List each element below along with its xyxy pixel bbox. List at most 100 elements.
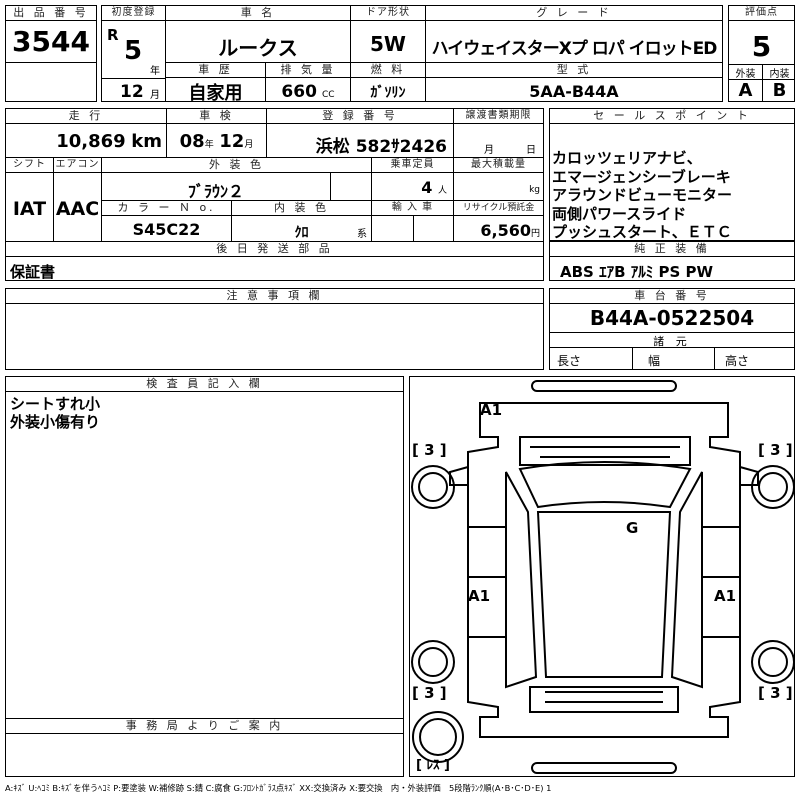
car-name: ルークス xyxy=(218,36,298,60)
transfer-box: 譲渡書類期限 月 日 xyxy=(453,108,544,158)
displacement-box: 排 気 量 660 CC xyxy=(265,62,351,102)
max-load-label: 最大積載量 xyxy=(454,158,543,173)
roof-mark: G xyxy=(626,519,639,537)
color-no-value: S45C22 xyxy=(132,220,201,239)
parts-value: 保証書 xyxy=(10,263,56,281)
chassis-box: 車 台 番 号 B44A-0522504 諸 元 長さ 幅 高さ xyxy=(549,288,795,370)
inspection-label: 車 検 xyxy=(167,109,266,124)
history-label: 車 歴 xyxy=(166,63,265,78)
import-box: 輸 入 車 xyxy=(371,200,454,242)
recycle-value: 6,560 xyxy=(480,221,531,240)
registration-year: 5 xyxy=(124,36,143,66)
displacement-label: 排 気 量 xyxy=(266,63,350,78)
inspection-year-unit: 年 xyxy=(204,140,214,150)
capacity-value: 4 xyxy=(421,178,433,197)
sales-line: カロッツェリアナビ、 xyxy=(552,149,702,167)
inspection-year: 08 xyxy=(179,131,205,152)
inspector-box: 検 査 員 記 入 欄 シートすれ小 外装小傷有り xyxy=(5,376,404,719)
lot-number-box: 出 品 番 号 3544 xyxy=(5,5,97,63)
sales-point-box: セ ー ル ス ポ イ ン ト カロッツェリアナビ、 エマージェンシーブレーキ … xyxy=(549,108,795,241)
model-box: 型 式 5AA-B44A xyxy=(425,62,723,102)
legend: A:ｷｽﾞ U:ﾍｺﾐ B:ｷｽﾞを伴うﾍｺﾐ P:要塗装 W:補修跡 S:錆 … xyxy=(5,783,552,793)
sales-line: エマージェンシーブレーキ xyxy=(552,167,731,186)
caution-label: 注 意 事 項 欄 xyxy=(6,289,543,304)
int-score-label: 内装 xyxy=(769,69,790,80)
ext-color-value: ﾌﾞﾗｳﾝ２ xyxy=(187,182,244,201)
shift-value: IAT xyxy=(12,198,47,220)
dims-height: 高さ xyxy=(725,354,750,368)
chassis-number: B44A-0522504 xyxy=(589,306,755,330)
left-side-mark: A1 xyxy=(468,587,491,605)
dims-label: 諸 元 xyxy=(653,335,691,348)
transfer-month-unit: 月 xyxy=(484,145,494,156)
inspector-note: 外装小傷有り xyxy=(10,413,101,431)
max-load-box: 最大積載量 kg xyxy=(453,157,544,201)
fuel-label: 燃 料 xyxy=(351,63,425,78)
tire-fr: [ 3 ] xyxy=(758,441,793,459)
era: R xyxy=(107,26,119,44)
mileage-box: 走 行 10,869 km xyxy=(5,108,167,158)
sales-point-label: セ ー ル ス ポ イ ン ト xyxy=(550,109,794,124)
tire-rr: [ 3 ] xyxy=(758,684,793,702)
inspection-box: 車 検 08年 12月 xyxy=(166,108,267,158)
sales-line: アラウンドビューモニター xyxy=(552,186,733,204)
car-diagram xyxy=(411,380,794,774)
sales-line: 両側パワースライド xyxy=(552,204,687,223)
import-label: 輸 入 車 xyxy=(372,201,453,216)
score-box: 評価点 5 外装 内装 A B xyxy=(728,5,795,102)
recycle-box: リサイクル預託金 6,560円 xyxy=(453,200,544,242)
equipment-box: 純 正 装 備 ABS ｴｱB ｱﾙﾐ PS PW xyxy=(549,241,795,281)
equipment-value: ABS ｴｱB ｱﾙﾐ PS PW xyxy=(560,263,714,281)
inspection-month: 12 xyxy=(219,131,245,152)
mileage-unit: km xyxy=(131,131,162,152)
plate-label: 登 録 番 号 xyxy=(267,109,453,124)
caution-box: 注 意 事 項 欄 xyxy=(5,288,544,370)
dims-width: 幅 xyxy=(648,354,661,368)
sales-line: プッシュスタート、ＥＴＣ xyxy=(552,223,732,241)
inspection-month-unit: 月 xyxy=(244,140,254,150)
aircon-label: エアコン xyxy=(54,158,101,173)
shift-label: シフト xyxy=(6,158,53,173)
color-no-label: カ ラ ー Ｎ o. xyxy=(102,201,231,216)
capacity-unit: 人 xyxy=(437,186,447,196)
int-color-box: 内 装 色 ｸﾛ 系 xyxy=(231,200,372,242)
tire-fl: [ 3 ] xyxy=(412,441,447,459)
mileage-label: 走 行 xyxy=(6,109,166,124)
car-diagram-box: A1 G A1 A1 [ 3 ] [ 3 ] [ 3 ] [ 3 ] [ ﾚｽ … xyxy=(409,376,795,777)
car-name-box: 車 名 ルークス xyxy=(165,5,351,63)
recycle-unit: 円 xyxy=(530,229,540,239)
aircon-value: AAC xyxy=(55,198,100,220)
displacement-value: 660 xyxy=(281,82,317,102)
door-value: 5W xyxy=(370,32,406,56)
ext-color-label: 外 装 色 xyxy=(102,158,371,173)
fuel-box: 燃 料 ｶﾞｿﾘﾝ xyxy=(350,62,426,102)
aircon-box: エアコン AAC xyxy=(53,157,102,242)
grade-value: ハイウェイスターXプ ロパ イロットED xyxy=(431,39,718,59)
int-color-value: ｸﾛ xyxy=(294,225,309,241)
chassis-label: 車 台 番 号 xyxy=(550,289,794,304)
plate-box: 登 録 番 号 浜松 582ｻ2426 xyxy=(266,108,454,158)
history-box: 車 歴 自家用 xyxy=(165,62,266,102)
mileage-value: 10,869 xyxy=(56,131,126,152)
transfer-label: 譲渡書類期限 xyxy=(454,109,543,124)
capacity-box: 乗車定員 4 人 xyxy=(371,157,454,201)
parts-label: 後 日 発 送 部 品 xyxy=(6,242,543,257)
displacement-unit: CC xyxy=(322,90,335,100)
ext-color-box: 外 装 色 ﾌﾞﾗｳﾝ２ xyxy=(101,157,372,201)
shift-box: シフト IAT xyxy=(5,157,54,242)
max-load-unit: kg xyxy=(529,185,540,195)
grade-box: グ レ ー ド ハイウェイスターXプ ロパ イロットED xyxy=(425,5,723,63)
dims-length: 長さ xyxy=(557,354,582,368)
score-label: 評価点 xyxy=(729,6,794,21)
inspector-label: 検 査 員 記 入 欄 xyxy=(6,377,403,392)
year-unit: 年 xyxy=(150,66,160,77)
ext-score-label: 外装 xyxy=(735,69,756,80)
transfer-day-unit: 日 xyxy=(526,145,536,156)
inspector-note: シートすれ小 xyxy=(10,395,101,413)
car-name-label: 車 名 xyxy=(166,6,350,21)
office-label: 事 務 局 よ り ご 案 内 xyxy=(6,719,403,734)
spare-tire: [ ﾚｽ ] xyxy=(416,758,450,773)
fuel-value: ｶﾞｿﾘﾝ xyxy=(370,85,406,101)
registration-month: 12 xyxy=(120,82,144,102)
color-no-box: カ ラ ー Ｎ o. S45C22 xyxy=(101,200,232,242)
